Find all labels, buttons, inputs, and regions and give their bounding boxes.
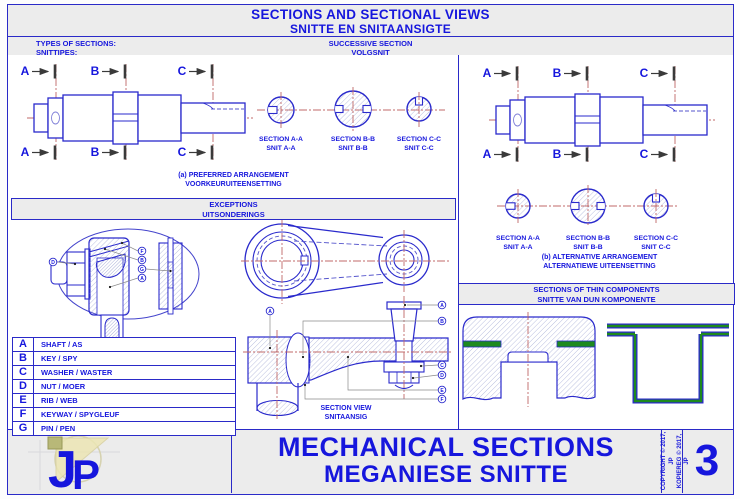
svg-text:SNIT A-A: SNIT A-A [266,145,295,152]
footer-title: MECHANICAL SECTIONS MEGANIESE SNITTE [231,430,662,493]
thin-component-gasket-block [462,312,596,407]
caption-alternative-arrangement: (b) ALTERNATIVE ARRANGEMENT ALTERNATIEWE… [541,254,658,271]
svg-text:B: B [91,145,100,159]
svg-text:A: A [21,64,30,78]
svg-text:A: A [440,303,444,309]
stepped-shaft-drawing-right [483,66,715,162]
vertical-divider [458,55,459,429]
title-band: SECTIONS AND SECTIONAL VIEWS SNITTE EN S… [7,4,734,37]
footer-title-af: MEGANIESE SNITTE [323,461,569,488]
svg-text:F: F [440,397,443,403]
table-row: A SHAFT / AS [13,338,235,352]
svg-text:SECTION B-B: SECTION B-B [331,136,375,143]
thin-components-header: SECTIONS OF THIN COMPONENTS SNITTE VAN D… [458,283,735,305]
exception-assembly-detail: D F B G A [48,228,200,341]
callout-nut: D [51,260,55,266]
callout-keyway: F [140,249,143,255]
callout-shaft: A [140,276,144,282]
logo-letter-j: J [48,441,77,492]
table-row: F KEYWAY / SPYGLEUF [13,408,235,422]
svg-text:D: D [440,373,444,379]
footer-title-en: MECHANICAL SECTIONS [277,432,615,462]
svg-text:C: C [178,145,187,159]
svg-text:SNIT A-A: SNIT A-A [503,244,532,251]
poster-title-en: SECTIONS AND SECTIONAL VIEWS [251,7,490,22]
svg-text:A: A [268,309,272,315]
table-row: E RIB / WEB [13,394,235,408]
table-row: C WASHER / WASTER [13,366,235,380]
subheader-band: TYPES OF SECTIONS: SNITTIPES: SUCCESSIVE… [7,35,734,58]
section-view-drawing: A A B C D E F [243,296,453,419]
successive-section-label: SUCCESSIVE SECTION VOLGSNIT [328,38,413,58]
jp-logo: J P [28,435,120,492]
svg-text:SNIT C-C: SNIT C-C [404,145,434,152]
svg-text:B: B [440,319,444,325]
logo-cell: J P [8,430,232,493]
table-row: D NUT / MOER [13,380,235,394]
exceptions-header: EXCEPTIONS UITSONDERINGS [11,198,456,220]
cutting-plane-markers: A B C A B C [21,64,214,160]
table-row: G PIN / PEN [13,422,235,435]
caption-section-view: SECTION VIEW SNITAANSIG [320,405,372,422]
technical-drawings: A B C A B C [21,64,729,419]
page-number: 3 [694,436,720,485]
copyright-strip: COPYRIGHT © 2017, JP KOPIEREG © 2017, JP [661,430,691,493]
svg-text:A: A [21,145,30,159]
legend-table: A SHAFT / AS B KEY / SPY C WASHER / WAST… [12,337,236,436]
main-drawing-area: A B C A B C [7,55,735,436]
connecting-rod-top-view [241,219,449,304]
svg-text:C: C [178,64,187,78]
thin-component-channel [607,323,729,404]
svg-text:SECTION C-C: SECTION C-C [397,136,441,143]
stepped-shaft-drawing: A B C A B C [21,64,253,160]
svg-text:SNIT B-B: SNIT B-B [573,244,603,251]
svg-text:C: C [440,363,444,369]
types-of-sections-label: TYPES OF SECTIONS: SNITTIPES: [36,38,117,58]
logo-letter-p: P [72,451,100,492]
svg-text:SECTION C-C: SECTION C-C [634,235,678,242]
svg-text:B: B [91,64,100,78]
svg-text:SNIT B-B: SNIT B-B [338,145,368,152]
svg-text:SNIT C-C: SNIT C-C [641,244,671,251]
svg-text:SECTION A-A: SECTION A-A [496,235,540,242]
svg-text:SECTION A-A: SECTION A-A [259,136,303,143]
poster-title-af: SNITTE EN SNITAANSIGTE [289,22,452,36]
svg-text:SECTION B-B: SECTION B-B [566,235,610,242]
callout-key: B [140,258,144,264]
table-row: B KEY / SPY [13,352,235,366]
footer-band: J P MECHANICAL SECTIONS MEGANIESE SNITTE… [7,429,734,495]
caption-preferred-arrangement: (a) PREFERRED ARRANGEMENT VOORKEURUITEEN… [178,172,289,189]
svg-text:E: E [440,388,444,394]
sections-alternative-arrangement: SECTION A-A SNIT A-A SECTION B-B SNIT B-… [496,185,679,251]
copyright-text: COPYRIGHT © 2017, JP KOPIEREG © 2017, JP [661,431,691,491]
sections-preferred-arrangement: SECTION A-A SNIT A-A SECTION B-B SNIT B-… [257,87,445,152]
callout-pin: G [140,267,144,273]
